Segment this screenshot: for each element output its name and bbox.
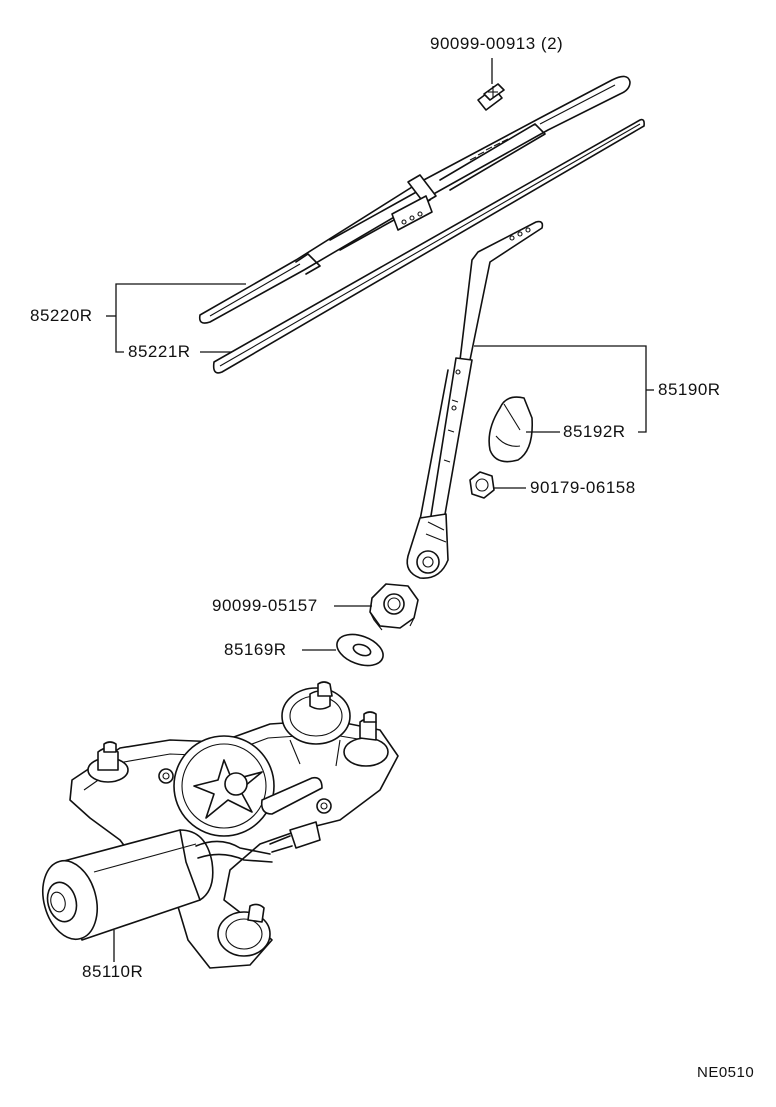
label-pivot-nut: 90099-05157 [212, 596, 318, 615]
label-blade-insert: 85221R [128, 342, 191, 361]
screw-part [477, 83, 505, 111]
label-motor: 85110R [82, 962, 144, 981]
label-washer: 85169R [224, 640, 287, 659]
wiper-blade-part [198, 75, 631, 324]
label-arm: 85190R [658, 380, 721, 399]
washer-part [336, 633, 384, 667]
label-blade: 85220R [30, 306, 93, 325]
label-arm-cap: 85192R [563, 422, 626, 441]
label-arm-nut: 90179-06158 [530, 478, 636, 497]
wiper-arm-part [406, 220, 544, 579]
arm-nut-part [469, 471, 495, 499]
blade-insert-part [212, 118, 645, 374]
arm-cap-part [488, 396, 534, 463]
diagram-code: NE0510 [697, 1064, 755, 1081]
label-screw: 90099-00913 (2) [430, 34, 564, 53]
wiper-motor-part [42, 681, 399, 969]
leader-lines [106, 58, 654, 962]
pivot-nut-part [369, 583, 419, 631]
